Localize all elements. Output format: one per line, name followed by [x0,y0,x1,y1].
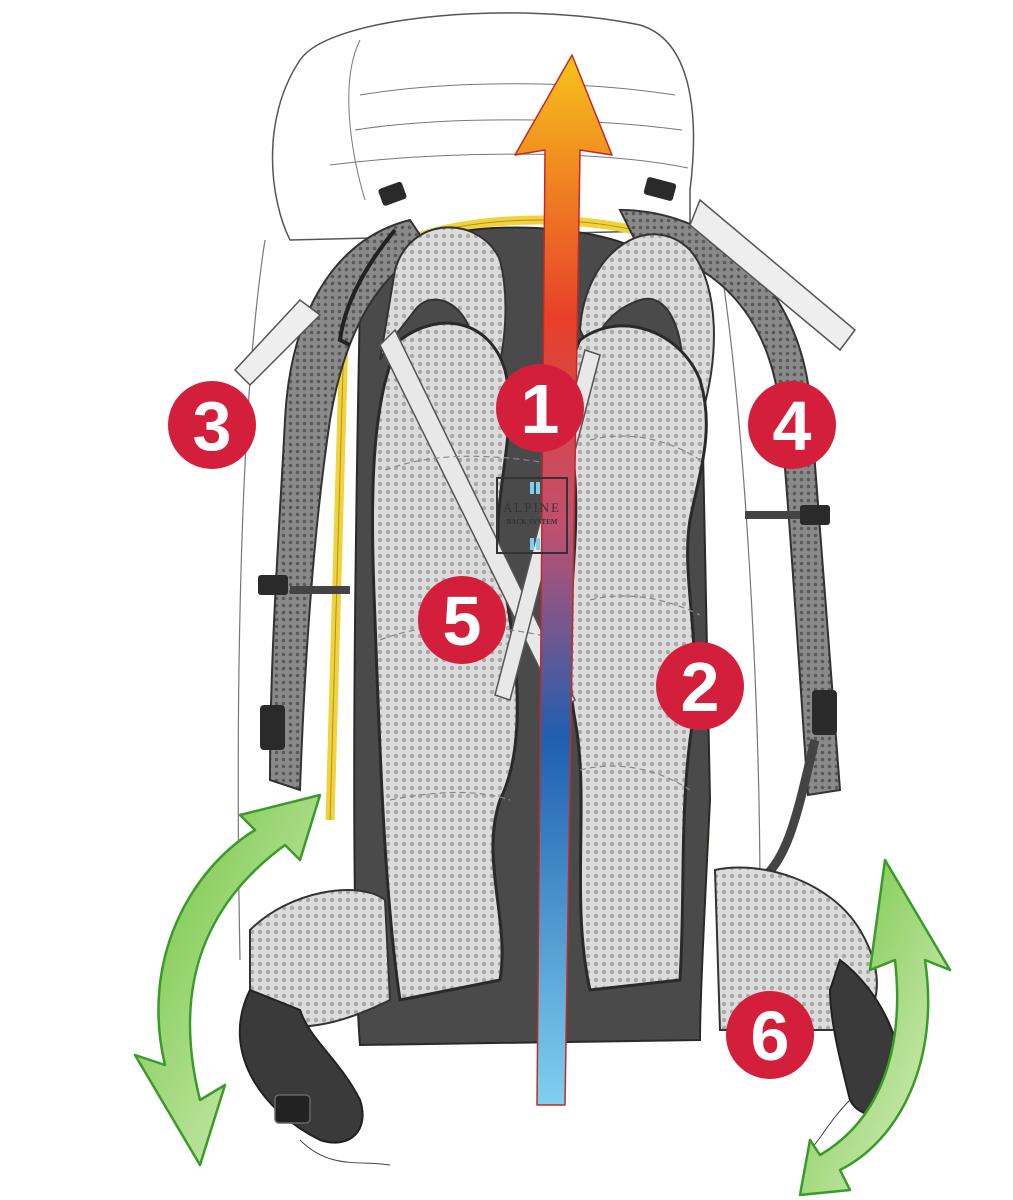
svg-text:2: 2 [681,648,720,726]
callout-5: 5 [418,576,506,664]
callout-4: 4 [748,381,836,469]
rotation-arrow-left [133,793,322,1167]
callout-1: 1 [496,364,584,452]
back-pad-left [371,321,519,1002]
logo-title: ALPINE [503,500,561,515]
callout-6: 6 [726,991,814,1079]
shoulder-strap-right [618,177,857,884]
callout-3: 3 [168,381,256,469]
callout-2: 2 [656,642,744,730]
shoulder-strap-left [233,181,432,792]
airflow-arrow [514,54,613,1106]
hip-belt-left [238,889,392,1166]
rotation-arrow-right [798,858,952,1197]
alpine-back-system-logo: ALPINE BACK SYSTEM [496,477,568,554]
svg-text:5: 5 [443,582,482,660]
svg-text:6: 6 [751,997,790,1075]
svg-text:4: 4 [773,387,812,465]
logo-subtitle: BACK SYSTEM [507,518,558,526]
svg-text:1: 1 [521,370,560,448]
svg-text:3: 3 [193,387,232,465]
